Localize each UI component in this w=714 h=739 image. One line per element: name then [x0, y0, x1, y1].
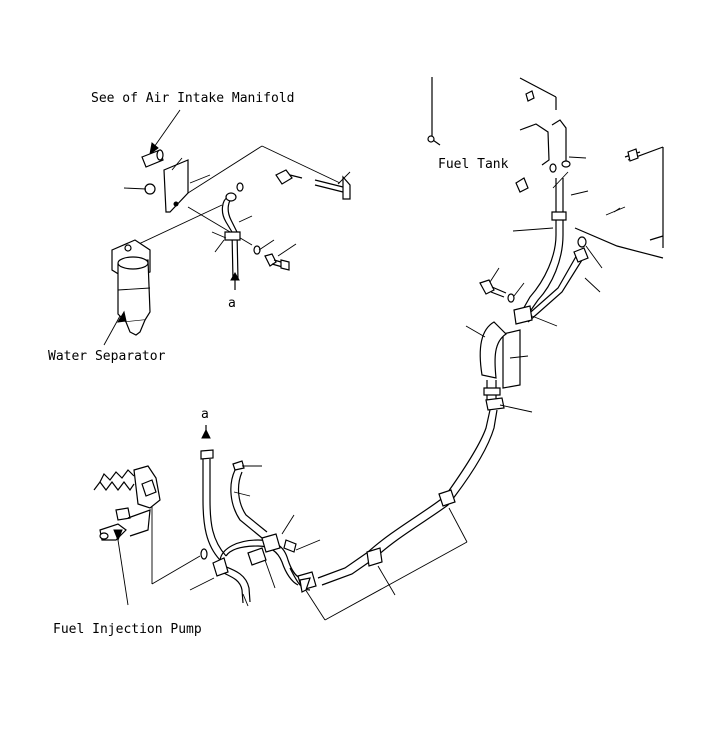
long-fuel-line [304, 409, 498, 621]
label-fuel-tank: Fuel Tank [438, 157, 509, 172]
separator-pipe-assembly [125, 192, 297, 290]
manifold-bracket-assembly [123, 145, 351, 246]
label-air-intake-manifold: See of Air Intake Manifold [91, 91, 295, 106]
fuel-injection-pump [93, 465, 161, 606]
label-water-separator: Water Separator [48, 349, 166, 364]
ref-a-top: a [228, 296, 236, 311]
water-separator [103, 239, 151, 346]
pump-hoses [151, 425, 321, 607]
ref-a-bottom: a [201, 407, 209, 422]
fuel-tank [427, 77, 664, 269]
tank-hoses [479, 178, 601, 327]
label-fuel-injection-pump: Fuel Injection Pump [53, 622, 202, 637]
manifold-pointer [149, 109, 181, 156]
elbow-hose-assembly [465, 321, 533, 413]
